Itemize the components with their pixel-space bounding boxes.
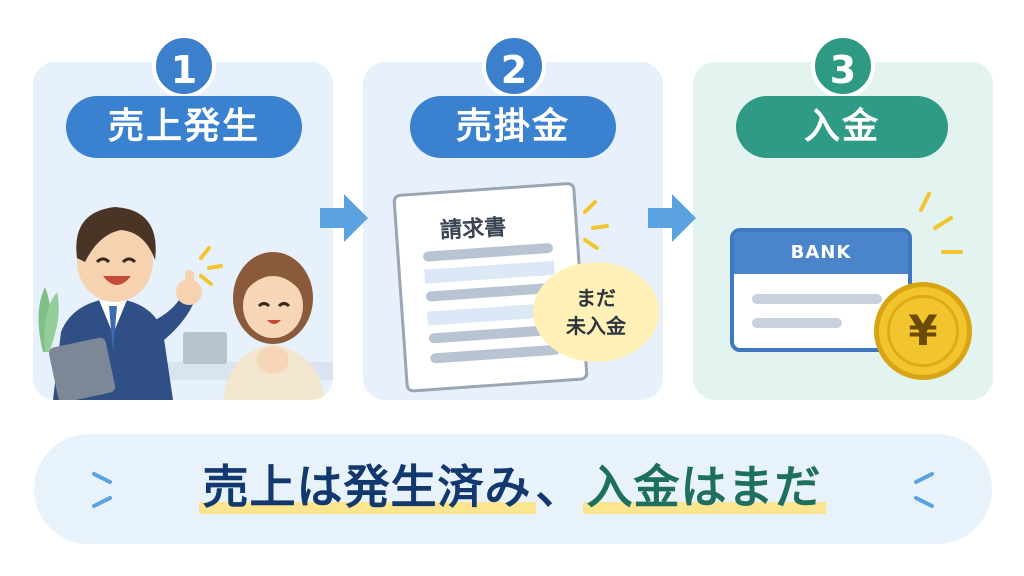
summary-part2: 入金はまだ [582, 460, 826, 514]
step-label-receivable: 売掛金 [410, 96, 616, 158]
invoice-title: 請求書 [439, 215, 507, 244]
accent-marks-left-icon [92, 472, 112, 508]
invoice-illustration [392, 182, 609, 393]
yen-coin-icon: ¥ [874, 282, 972, 380]
plant-icon [38, 287, 59, 352]
summary-text: 売上は発生済み、入金はまだ [0, 452, 1024, 522]
bubble-line1: まだ [576, 286, 616, 310]
step-number-3: 3 [811, 34, 875, 98]
yen-symbol: ¥ [887, 295, 959, 367]
sparkle-lines-icon [919, 192, 963, 254]
step-number-2: 2 [482, 34, 546, 98]
business-people-illustration [38, 207, 333, 400]
bank-line [752, 294, 882, 304]
bubble-line2: 未入金 [566, 314, 626, 338]
summary-part1: 売上は発生済み [198, 460, 536, 514]
arrow-right-icon [320, 194, 368, 242]
bank-line [752, 318, 842, 328]
step-label-sales: 売上発生 [66, 96, 302, 158]
bank-card: BANK [730, 228, 912, 352]
bank-label: BANK [734, 232, 908, 274]
arrow-right-icon [648, 194, 696, 242]
summary-separator: 、 [535, 460, 583, 514]
step-number-1: 1 [152, 34, 216, 98]
accent-marks-right-icon [914, 472, 934, 508]
unpaid-bubble: まだ 未入金 [533, 262, 659, 362]
step-label-deposit: 入金 [736, 96, 948, 158]
